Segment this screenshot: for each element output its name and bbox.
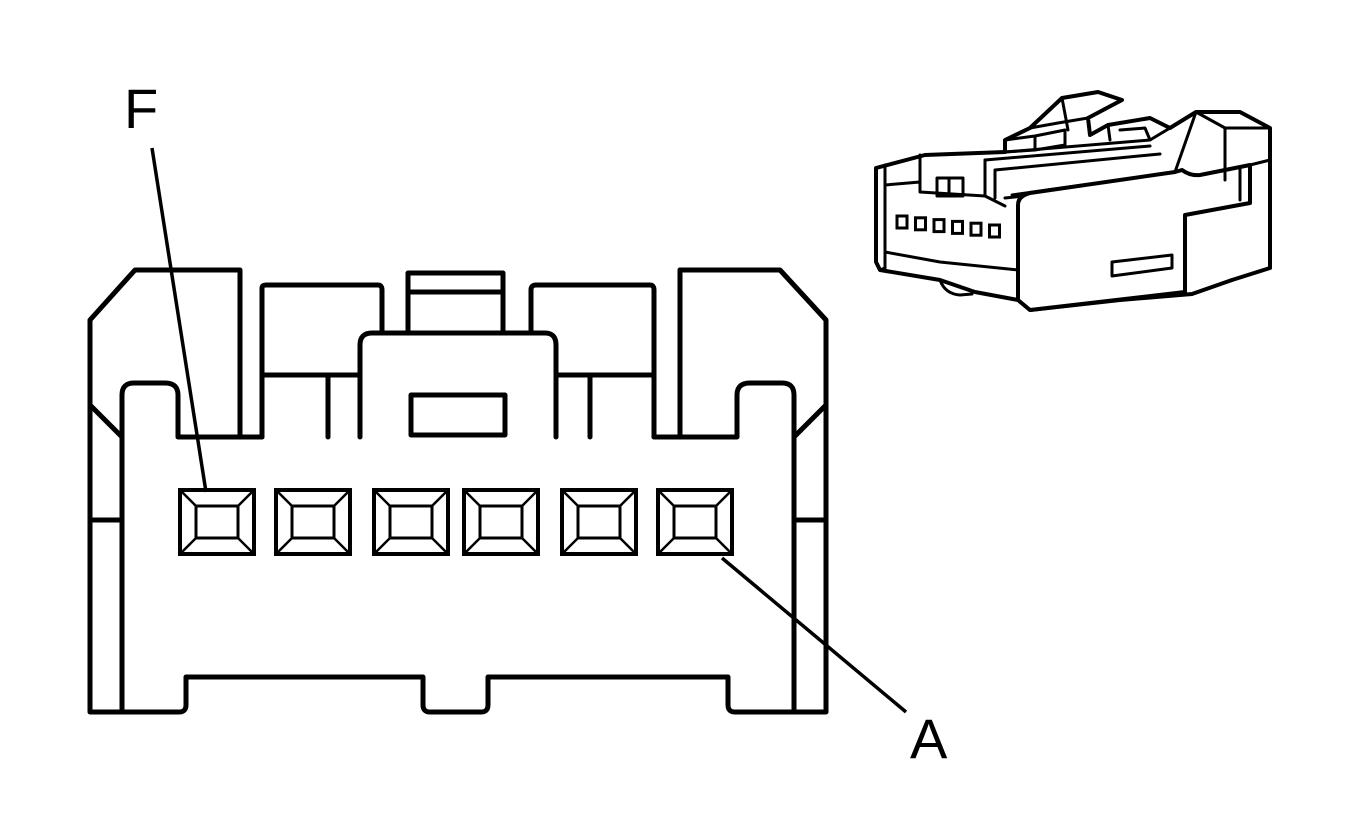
- pin-cavity-bevel: [715, 489, 733, 507]
- connector-inner-body: [119, 270, 797, 715]
- pin-cavity-bevel: [657, 537, 675, 555]
- iso-latch-top: [1003, 96, 1152, 154]
- iso-front-face: [874, 153, 1020, 272]
- pin-cavity-bevel: [275, 537, 293, 555]
- pin-cavity-bevel: [333, 489, 351, 507]
- pin-f-label: F: [124, 77, 158, 140]
- pin-cavity-bevel: [237, 537, 255, 555]
- iso-pin-cavity: [914, 216, 927, 232]
- pin-cavity-bevel: [521, 537, 539, 555]
- pin-cavity-bevel: [275, 489, 293, 507]
- iso-pin-cavity: [969, 221, 983, 237]
- pin-cavity-bevel: [373, 537, 391, 555]
- iso-side-panel: [1016, 163, 1252, 312]
- pin-cavity-bevel: [431, 489, 449, 507]
- pin-cavity-bevel: [333, 537, 351, 555]
- pin-cavity-bevel: [463, 537, 481, 555]
- pin-cavity-bevel: [561, 489, 579, 507]
- pin-cavity-bevel: [179, 537, 197, 555]
- leader-line-a: [720, 556, 908, 714]
- pin-cavity-inner: [576, 504, 622, 540]
- pin-cavity-bevel: [657, 489, 675, 507]
- center-latch-tower: [237, 267, 683, 440]
- pin-a-label: A: [910, 707, 948, 770]
- pin-cavity-bevel: [715, 537, 733, 555]
- pin-cavity-bevel: [521, 489, 539, 507]
- pin-cavity-bevel: [237, 489, 255, 507]
- pin-cavity: [656, 488, 734, 556]
- pin-cavity: [178, 488, 256, 556]
- pin-cavity-bevel: [463, 489, 481, 507]
- pin-cavity: [462, 488, 540, 556]
- pin-cavity-bevel: [179, 489, 197, 507]
- pin-cavity-bevel: [431, 537, 449, 555]
- iso-bottom-feet: [878, 266, 974, 297]
- iso-pin-cavity: [951, 219, 964, 235]
- iso-pin-row: [895, 214, 1001, 239]
- iso-ramp-latch: [1173, 110, 1272, 202]
- iso-pin-cavity: [895, 214, 909, 230]
- pin-cavity-bevel: [619, 489, 637, 507]
- pin-cavity-inner: [290, 504, 336, 540]
- iso-pin-cavity: [932, 218, 946, 234]
- pin-cavity-inner: [194, 504, 240, 540]
- connector-isometric-view: [874, 90, 1272, 312]
- pin-cavity-bevel: [561, 537, 579, 555]
- iso-top-rail: [923, 126, 1177, 200]
- pin-cavity-inner: [478, 504, 524, 540]
- pin-cavity: [372, 488, 450, 556]
- pin-cavity: [274, 488, 352, 556]
- connector-front-view: F A: [87, 77, 948, 770]
- pin-cavity-bevel: [373, 489, 391, 507]
- connector-outer-shell: [87, 267, 829, 715]
- leader-line-f: [150, 147, 208, 493]
- pin-cavity-inner: [672, 504, 718, 540]
- pin-cavity-inner: [388, 504, 434, 540]
- pin-cavity: [560, 488, 638, 556]
- iso-pin-cavity: [988, 223, 1001, 239]
- iso-side-slot: [1110, 213, 1187, 294]
- pin-cavity-bevel: [619, 537, 637, 555]
- pin-cavity-row: [178, 488, 734, 556]
- latch-window: [408, 392, 508, 438]
